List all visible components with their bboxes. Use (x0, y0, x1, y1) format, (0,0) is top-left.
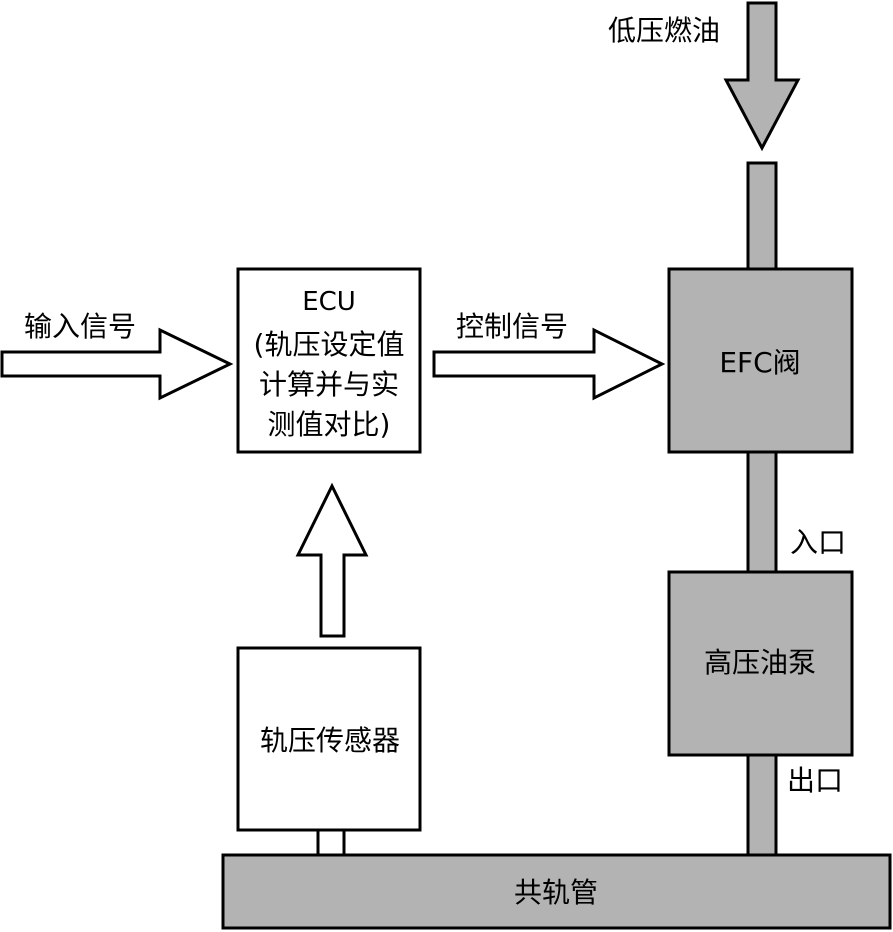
control-signal-arrow (432, 327, 666, 401)
high-pressure-pump-label: 高压油泵 (704, 646, 816, 679)
low-pressure-fuel-label: 低压燃油 (608, 14, 720, 47)
common-rail-block (221, 853, 892, 930)
common-rail-label: 共轨管 (514, 876, 598, 909)
ecu-label-line4: 测值对比) (268, 408, 391, 441)
rail-pressure-sensor-label: 轨压传感器 (260, 724, 400, 757)
efc-valve-label: EFC阀 (719, 346, 800, 379)
sensor-connector (316, 828, 346, 857)
low-pressure-fuel-arrow (723, 1, 801, 152)
pipe-outlet (746, 753, 778, 857)
ecu-block (236, 267, 422, 454)
high-pressure-pump-block (667, 570, 854, 757)
input-signal-arrow (0, 327, 234, 401)
ecu-label-line3: 计算并与实 (259, 368, 399, 401)
inlet-label: 入口 (790, 526, 846, 559)
efc-valve-block (667, 267, 854, 454)
outlet-label: 出口 (787, 764, 843, 797)
ecu-label-line1: ECU (302, 287, 356, 317)
sensor-to-ecu-arrow (295, 482, 369, 638)
rail-pressure-sensor-block (236, 646, 422, 832)
ecu-label-line2: (轨压设定值 (254, 328, 405, 361)
control-signal-label: 控制信号 (456, 310, 568, 343)
input-signal-label: 输入信号 (24, 310, 136, 343)
pipe-inlet (746, 450, 778, 574)
pipe-top (746, 161, 778, 271)
